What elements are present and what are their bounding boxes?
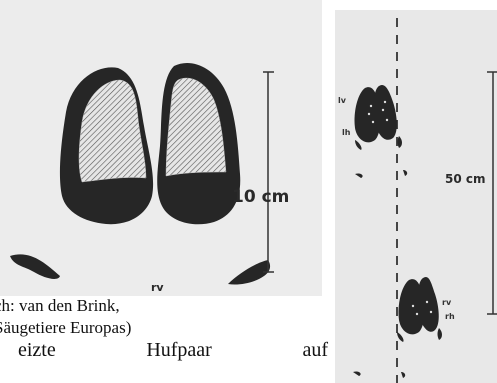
track-label-rv: rv [442, 298, 451, 307]
track-label-lh: lh [342, 128, 350, 137]
hoofprint-drawing [0, 0, 322, 296]
body-word-3: auf [302, 339, 328, 362]
scale-label-10cm: 10 cm [232, 187, 289, 207]
caption-source-line: ch: van den Brink, [0, 296, 120, 316]
lower-hoofprint [397, 277, 442, 342]
caption-book-line: Säugetiere Europas) [0, 318, 131, 338]
body-text-line: eizte Hufpaar auf [18, 339, 328, 362]
trackway-figure: 50 cm lv lh rv rh [335, 10, 497, 383]
hoofprint-figure: 10 cm rv [0, 0, 322, 296]
scale-label-50cm: 50 cm [445, 172, 486, 186]
body-word-1: eizte [18, 339, 56, 362]
body-word-2: Hufpaar [146, 339, 212, 362]
hoof-label-rv: rv [151, 281, 164, 294]
track-label-lv: lv [338, 96, 346, 105]
left-dewclaw [10, 254, 60, 279]
trackway-drawing [335, 10, 497, 383]
upper-hoofprint [354, 85, 402, 150]
track-label-rh: rh [445, 312, 455, 321]
